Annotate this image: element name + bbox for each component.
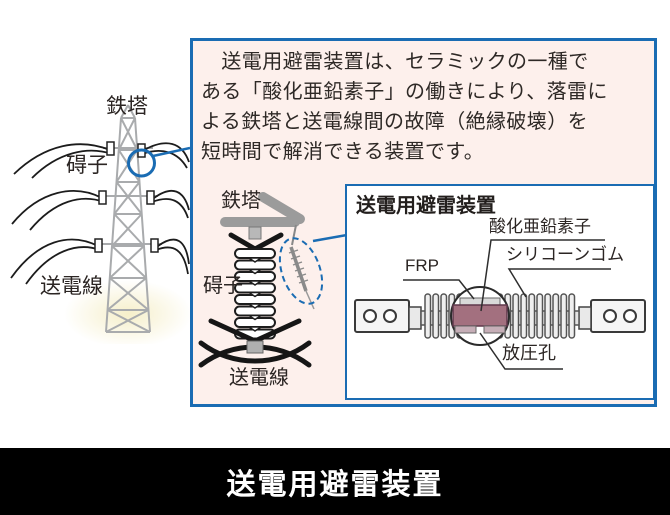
- pressure-release-teeth: [454, 325, 506, 334]
- device-label-silicone-rubber: シリコーンゴム: [506, 245, 625, 264]
- footer-bar: 送電用避雷装置: [0, 448, 670, 515]
- tower-overview-drawing: [10, 104, 190, 344]
- arrester-cross-section-drawing: [354, 239, 646, 370]
- overview-label-tower: 鉄塔: [106, 95, 148, 118]
- arrester-unit: [288, 224, 315, 310]
- detail-label-power-line: 送電線: [229, 367, 289, 389]
- magnifier-ellipse-icon: [278, 237, 324, 305]
- device-panel: [345, 184, 655, 400]
- detail-label-insulator: 碍子: [203, 275, 243, 297]
- overview-label-insulator: 碍子: [66, 154, 108, 177]
- insulator-discs: [234, 248, 276, 340]
- zinc-oxide-element: [452, 304, 508, 327]
- tower-arm: [220, 192, 305, 227]
- tower-lattice: [94, 104, 162, 333]
- disc-pins: [246, 257, 264, 332]
- info-text-line: よる鉄塔と送電線間の故障（絶縁破壊）を: [201, 111, 588, 133]
- device-panel-title: 送電用避雷装置: [356, 195, 496, 217]
- callout-line-arrester: [312, 233, 347, 243]
- overview-label-power-line: 送電線: [40, 275, 103, 298]
- device-label-pressure-hole: 放圧孔: [502, 343, 556, 363]
- figure-caption: 送電用避雷装置: [226, 468, 444, 501]
- hanger-fitting: [248, 226, 262, 240]
- frp-rod: [459, 297, 501, 306]
- info-text-line: 短時間で解消できる装置です。: [201, 141, 485, 163]
- conductor-clamp: [246, 340, 264, 354]
- leader-lines: [403, 239, 611, 370]
- power-line-curves: [10, 142, 190, 285]
- info-text-line: 送電用避雷装置は、セラミックの一種で: [201, 51, 589, 73]
- upper-yoke: [228, 232, 284, 252]
- highlight-circle-icon: [127, 148, 156, 178]
- insulator-string-drawing: [198, 192, 347, 368]
- bracket-holes: [363, 309, 637, 323]
- ground-glow: [64, 280, 190, 344]
- info-text: 送電用避雷装置は、セラミックの一種で ある「酸化亜鉛素子」の働きにより、落雷に …: [201, 47, 653, 167]
- callout-line-tower: [152, 146, 190, 158]
- device-label-frp: FRP: [405, 256, 439, 275]
- info-text-line: ある「酸化亜鉛素子」の働きにより、落雷に: [201, 81, 608, 103]
- device-label-zinc-oxide: 酸化亜鉛素子: [489, 217, 591, 236]
- detail-label-tower: 鉄塔: [221, 190, 261, 212]
